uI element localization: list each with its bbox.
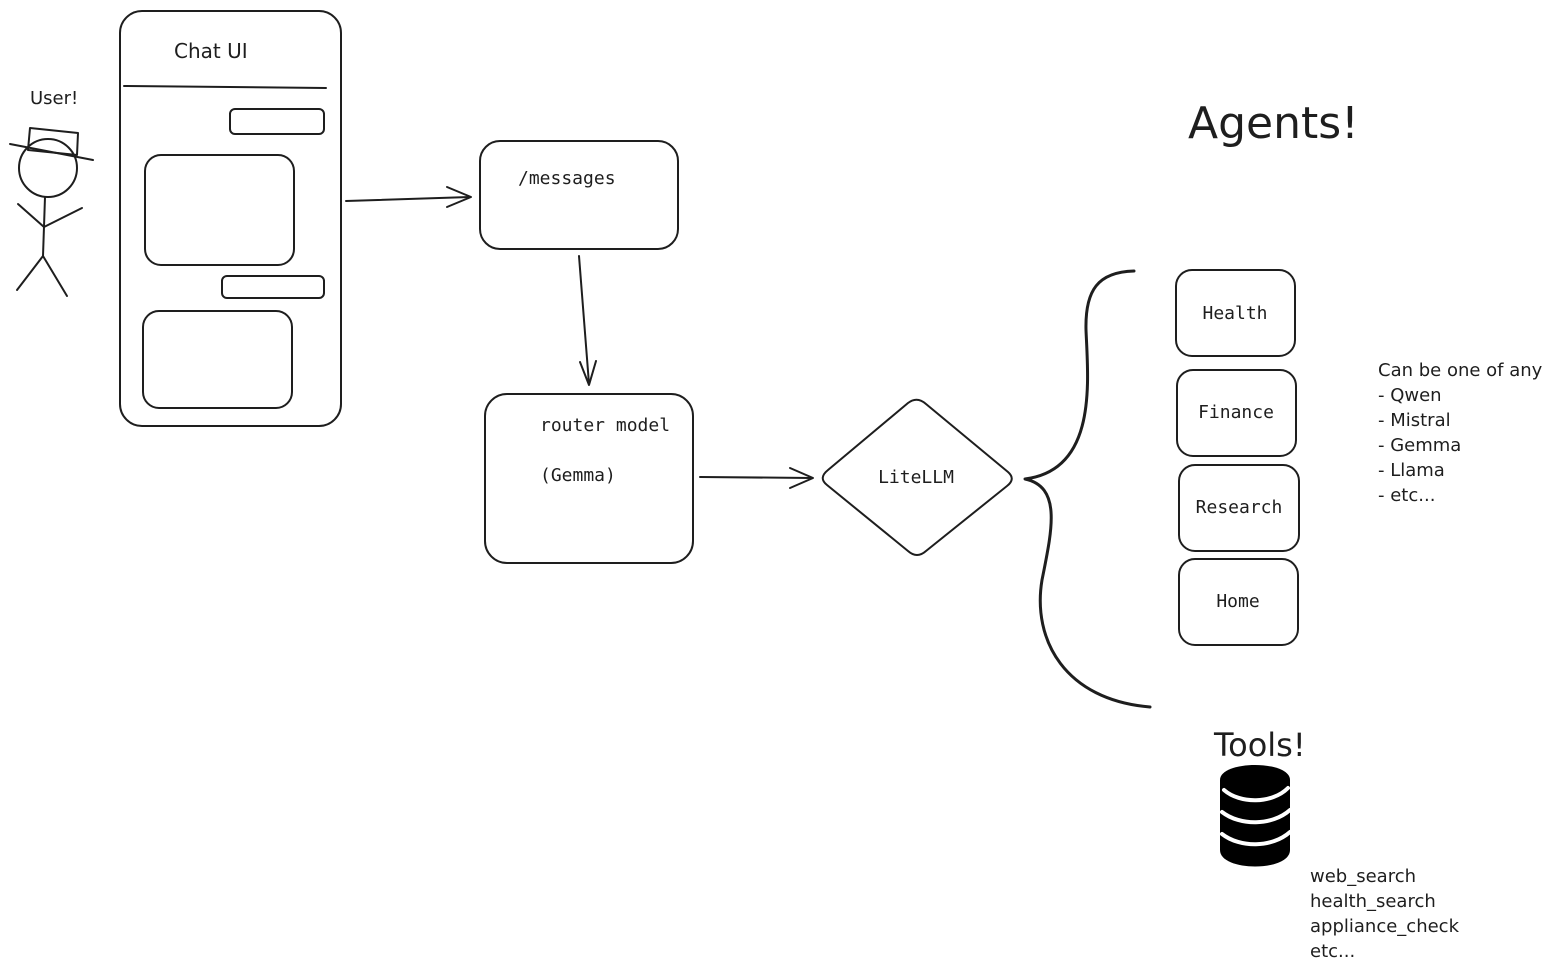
chat-ui-title: Chat UI [174,39,248,63]
tool-item: etc... [1310,941,1355,962]
router-label: router model [540,415,670,436]
litellm-label: LiteLLM [878,467,954,488]
router-box [484,393,694,564]
models-note-line: - etc... [1378,485,1435,506]
chat-bubble-small [229,108,325,135]
tool-item: health_search [1310,891,1436,912]
messages-label: /messages [518,168,616,189]
agents-group: Agents! Health Finance Research Home [1175,98,1359,646]
chat-ui-mock: Chat UI [119,10,342,427]
tool-item: appliance_check [1310,916,1460,937]
litellm-diamond [821,398,1013,556]
agent-home-box [1178,558,1299,646]
router-model-name: (Gemma) [540,465,616,486]
models-note: Can be one of any - Qwen - Mistral - Gem… [1378,360,1543,506]
arms-icon [17,203,83,228]
chat-bubble-large [142,310,293,409]
messages-box [479,140,679,250]
arrow-chat-to-messages [345,186,472,208]
user-label: User! [30,88,78,109]
tool-item: web_search [1310,866,1416,887]
tools-title: Tools! [1213,726,1306,764]
arrow-router-to-litellm [699,467,814,489]
models-note-line: - Mistral [1378,410,1451,431]
agent-health-label: Health [1202,303,1267,324]
router-model: router model (Gemma) [484,393,694,564]
agent-finance-label: Finance [1198,402,1274,423]
models-note-line: - Qwen [1378,385,1442,406]
head-icon [18,138,78,198]
user-figure: User! [9,88,94,297]
legs-icon [16,255,68,297]
chat-bubble-large [144,154,295,266]
curly-brace [1023,269,1152,709]
agent-home-label: Home [1216,591,1259,612]
agent-health-box [1175,269,1296,357]
chat-bubble-small [221,275,325,299]
models-note-line: - Gemma [1378,435,1461,456]
tools-group: Tools! web_search health_search applianc… [1213,726,1460,962]
litellm-gateway: LiteLLM [821,398,1013,556]
models-note-line: - Llama [1378,460,1445,481]
agent-research-box [1178,464,1300,552]
messages-endpoint: /messages [479,140,679,250]
agent-research-label: Research [1196,497,1283,518]
agent-finance-box [1176,369,1297,457]
hat-icon [9,127,94,161]
models-note-line: Can be one of any [1378,360,1543,381]
arrow-messages-to-router [578,255,597,386]
chat-ui-divider [123,85,327,89]
database-icon [1220,765,1292,867]
chat-ui-frame [119,10,342,427]
agents-title: Agents! [1188,98,1359,149]
